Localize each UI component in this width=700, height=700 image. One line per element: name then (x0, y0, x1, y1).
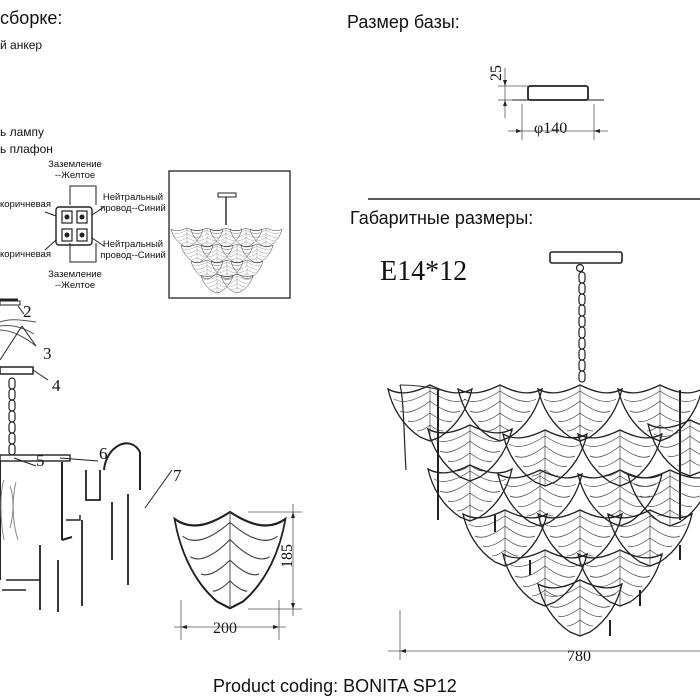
base-size-heading: Размер базы: (347, 12, 460, 32)
lamp-spec: E14*12 (380, 256, 468, 287)
wire-ground-bottom: Заземление--Желтое (48, 269, 102, 291)
callout-3: 3 (43, 344, 52, 363)
callout-6: 6 (99, 444, 108, 463)
product-coding: Product coding: BONITA SP12 (213, 676, 457, 696)
assembly-step-lamp: ь лампу (0, 125, 45, 139)
assembly-heading: сборке: (0, 8, 63, 28)
petal-rows (387, 384, 700, 637)
callout-4: 4 (52, 376, 61, 395)
petal-detail-drawing (173, 504, 302, 640)
assembly-step-shade: ь плафон (0, 142, 53, 156)
assembly-step-anchor: й анкер (0, 38, 43, 52)
base-size-drawing (498, 68, 608, 140)
assembly-exploded-view (0, 298, 173, 612)
callout-2: 2 (23, 302, 32, 321)
thumbnail-chandelier (168, 170, 291, 299)
base-diameter-label: φ140 (534, 120, 568, 137)
callout-7: 7 (173, 466, 182, 485)
main-chain (578, 271, 586, 383)
overall-width-label: 780 (567, 648, 591, 665)
wire-brown-bottom: коричневая (0, 249, 51, 260)
wire-ground-top: Заземление--Желтое (48, 159, 102, 181)
chandelier-main-drawing (387, 251, 700, 660)
petal-width-label: 200 (213, 620, 237, 637)
overall-dimensions-heading: Габаритные размеры: (350, 208, 534, 228)
wiring-diagram (44, 185, 105, 263)
wire-brown-top: коричневая (0, 199, 51, 210)
